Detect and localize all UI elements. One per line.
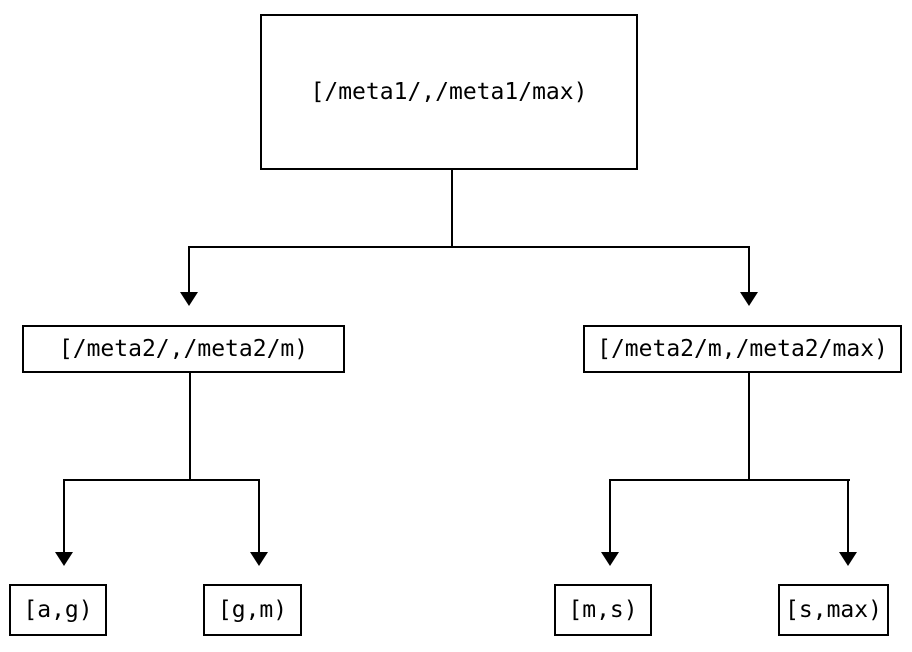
edge-root-to-meta2-low-line bbox=[188, 246, 190, 293]
edge-meta2-high-to-leaf-m-s-line bbox=[609, 479, 611, 553]
node-root: [/meta1/,/meta1/max) bbox=[260, 14, 638, 170]
edge-meta2-high-to-leaf-s-max-line bbox=[847, 479, 849, 553]
node-meta2-low: [/meta2/,/meta2/m) bbox=[22, 325, 345, 373]
edge-meta2-high-to-leaf-s-max-arrowhead-icon bbox=[839, 552, 857, 566]
node-leaf-s-max: [s,max) bbox=[778, 584, 889, 636]
edge-meta2-high-stem-line bbox=[748, 373, 750, 481]
edge-meta2-low-to-leaf-g-m-line bbox=[258, 479, 260, 553]
edge-meta2-low-to-leaf-g-m-arrowhead-icon bbox=[250, 552, 268, 566]
node-leaf-m-s: [m,s) bbox=[554, 584, 652, 636]
edge-meta2-high-to-leaf-m-s-arrowhead-icon bbox=[601, 552, 619, 566]
edge-root-to-meta2-high-arrowhead-icon bbox=[740, 292, 758, 306]
edge-root-to-meta2-high-line bbox=[748, 246, 750, 293]
edge-meta2-low-crossbar-line bbox=[63, 479, 260, 481]
edge-root-crossbar-line bbox=[188, 246, 750, 248]
node-leaf-g-m: [g,m) bbox=[203, 584, 302, 636]
edge-root-stem-line bbox=[451, 170, 453, 246]
edge-meta2-low-stem-line bbox=[189, 373, 191, 481]
node-meta2-high: [/meta2/m,/meta2/max) bbox=[583, 325, 902, 373]
node-leaf-a-g: [a,g) bbox=[9, 584, 107, 636]
edge-meta2-low-to-leaf-a-g-arrowhead-icon bbox=[55, 552, 73, 566]
edge-meta2-low-to-leaf-a-g-line bbox=[63, 479, 65, 553]
edge-meta2-high-crossbar-line bbox=[609, 479, 850, 481]
edge-root-to-meta2-low-arrowhead-icon bbox=[180, 292, 198, 306]
